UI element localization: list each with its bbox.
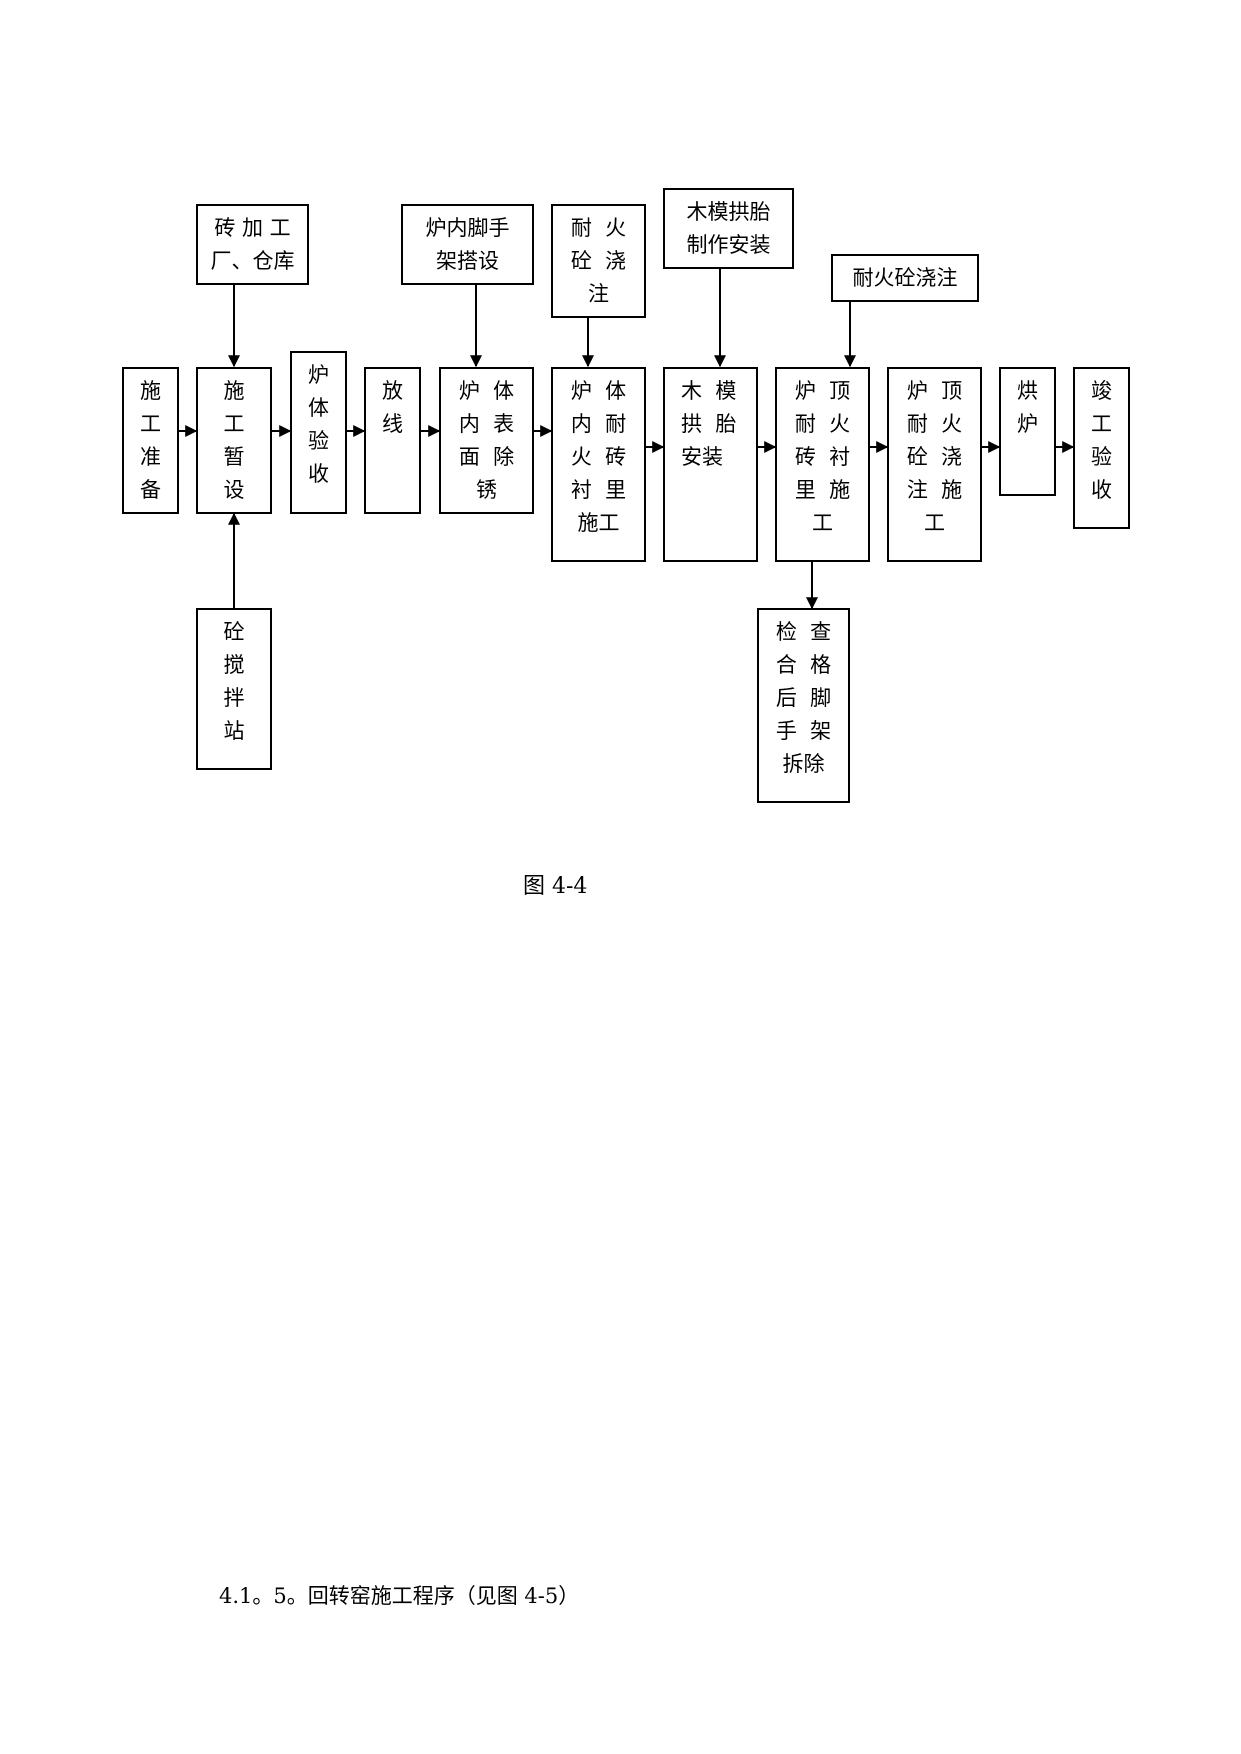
node-scaffold: 炉内脚手 架搭设 (401, 204, 534, 285)
node-brick-factory: 砖 加 工 厂、仓库 (196, 204, 309, 285)
node-bake: 烘 炉 (999, 367, 1056, 496)
node-arch-install: 木 模 拱 胎 安装 (663, 367, 758, 562)
node-prep: 施 工 准 备 (122, 367, 179, 514)
node-top-refractory-cast: 炉 顶 耐 火 砼 浇 注 施 工 (887, 367, 982, 562)
node-refractory-cast-2: 耐火砼浇注 (831, 254, 979, 302)
node-temp-facilities: 施 工 暂 设 (196, 367, 272, 514)
node-layout: 放 线 (364, 367, 421, 514)
section-heading: 4.1。5。回转窑施工程序（见图 4-5） (219, 1584, 580, 1608)
node-derust: 炉 体 内 表 面 除 锈 (439, 367, 534, 514)
node-arch-fabrication: 木模拱胎 制作安装 (663, 188, 794, 269)
node-mixing-station: 砼 搅 拌 站 (196, 608, 272, 770)
node-furnace-acceptance: 炉 体 验 收 (290, 351, 347, 514)
node-brick-lining: 炉 体 内 耐 火 砖 衬 里 施工 (551, 367, 646, 562)
node-refractory-cast: 耐 火 砼 浇 注 (551, 204, 646, 318)
node-top-brick-lining: 炉 顶 耐 火 砖 衬 里 施 工 (775, 367, 870, 562)
figure-caption: 图 4-4 (523, 874, 588, 899)
node-scaffold-dismantle: 检 查 合 格 后 脚 手 架 拆除 (757, 608, 850, 803)
node-final-acceptance: 竣 工 验 收 (1073, 367, 1130, 529)
